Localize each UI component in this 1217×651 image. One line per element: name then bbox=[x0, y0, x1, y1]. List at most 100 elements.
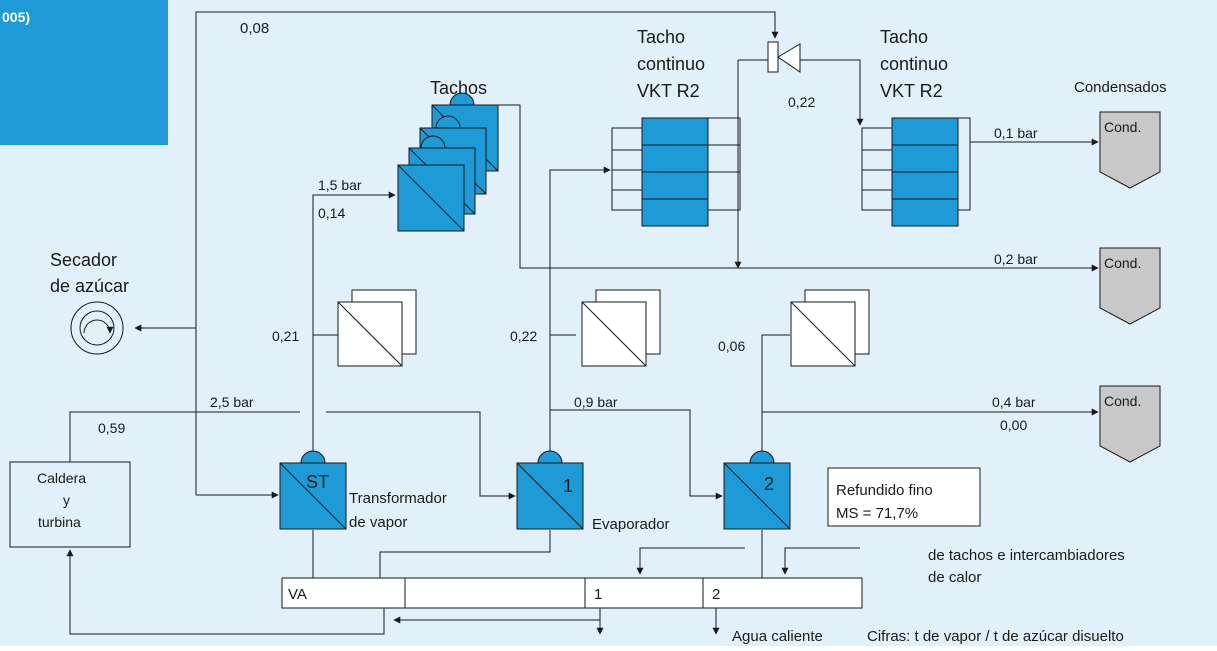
secador-inner bbox=[79, 310, 115, 346]
vessel-evap1-label: 1 bbox=[563, 476, 573, 496]
line-to-tank2 bbox=[781, 547, 860, 575]
transformador-line1: Transformador bbox=[349, 490, 447, 507]
line-evap2-hx bbox=[761, 334, 790, 455]
cond-2: Cond. bbox=[1099, 247, 1161, 325]
tank-1-label: 1 bbox=[594, 586, 602, 603]
value-059: 0,59 bbox=[98, 420, 125, 436]
thermo-nozzle bbox=[767, 41, 779, 73]
thermocompressor bbox=[777, 43, 801, 73]
vkt-right-title-2: continuo bbox=[880, 54, 948, 74]
cond-3: Cond. bbox=[1099, 385, 1161, 463]
vkt-left-title-1: Tacho bbox=[637, 27, 685, 47]
cifras-note: Cifras: t de vapor / t de azúcar disuelt… bbox=[867, 628, 1124, 645]
value-15bar: 1,5 bar bbox=[318, 177, 362, 193]
value-09bar: 0,9 bar bbox=[574, 394, 618, 410]
tacho-dome-2 bbox=[420, 135, 446, 149]
caldera-box bbox=[9, 461, 131, 548]
value-04bar: 0,4 bar bbox=[992, 394, 1036, 410]
tank-va-label: VA bbox=[288, 586, 307, 603]
vessel-st-diag bbox=[279, 462, 347, 530]
cond-3-label: Cond. bbox=[1104, 393, 1141, 409]
line-evap1-down bbox=[379, 530, 551, 578]
rotate-icon bbox=[83, 319, 114, 334]
vessel-st-dome bbox=[300, 450, 326, 464]
vessel-evap2-dome bbox=[749, 450, 775, 464]
value-006: 0,06 bbox=[718, 338, 745, 354]
hx-evap2-diag bbox=[790, 301, 856, 367]
vkt-left bbox=[611, 117, 741, 227]
cond-2-shape bbox=[1099, 247, 1161, 325]
hx-st bbox=[337, 289, 417, 367]
bottom-tank bbox=[281, 577, 863, 609]
header-fragment: 005) bbox=[2, 9, 30, 25]
header-block bbox=[0, 0, 168, 145]
value-008: 0,08 bbox=[240, 20, 269, 37]
refundido-line2: MS = 71,7% bbox=[836, 505, 918, 522]
vkt-right-title-1: Tacho bbox=[880, 27, 928, 47]
tacho-diag-1 bbox=[397, 164, 465, 232]
tacho-connectors bbox=[419, 105, 433, 140]
vessel-evap2-diag bbox=[723, 462, 791, 530]
hx-evap1-diag bbox=[581, 301, 647, 367]
line-008-loop bbox=[195, 11, 779, 495]
value-02bar: 0,2 bar bbox=[994, 251, 1038, 267]
line-evap1-to-vkt bbox=[549, 166, 611, 455]
line-25bar-left bbox=[69, 411, 300, 462]
vessel-st-label: ST bbox=[306, 472, 329, 492]
value-01bar: 0,1 bar bbox=[994, 125, 1038, 141]
condensados-label: Condensados bbox=[1074, 79, 1167, 96]
caldera-line2: y bbox=[63, 492, 70, 508]
value-022-top: 0,22 bbox=[788, 94, 815, 110]
vkt-right-title-3: VKT R2 bbox=[880, 81, 943, 101]
vkt-right-right-frame bbox=[957, 117, 971, 211]
secador-line1: Secador bbox=[50, 250, 117, 270]
refundido-box bbox=[827, 467, 981, 527]
cond-1: Cond. bbox=[1099, 111, 1161, 189]
de-tachos-line1: de tachos e intercambiadores bbox=[928, 547, 1125, 564]
line-st-to-tachos bbox=[312, 191, 396, 455]
line-return-caldera bbox=[66, 549, 385, 635]
line-02bar bbox=[498, 104, 1099, 272]
secador-line2: de azúcar bbox=[50, 276, 129, 296]
tacho-dome-3 bbox=[435, 115, 461, 129]
cond-3-shape bbox=[1099, 385, 1161, 463]
vessel-evap1: 1 bbox=[516, 450, 584, 530]
refundido-line1: Refundido fino bbox=[836, 482, 933, 499]
hx-evap1 bbox=[581, 289, 661, 367]
caldera-line1: Caldera bbox=[37, 470, 86, 486]
vessel-evap2: 2 bbox=[723, 450, 791, 530]
vessel-st: ST bbox=[279, 450, 347, 530]
vkt-left-title-3: VKT R2 bbox=[637, 81, 700, 101]
agua-caliente-label: Agua caliente bbox=[732, 628, 823, 645]
vessel-evap2-label: 2 bbox=[764, 474, 774, 494]
hx-st-diag bbox=[337, 301, 403, 367]
value-014: 0,14 bbox=[318, 205, 345, 221]
cond-1-label: Cond. bbox=[1104, 119, 1141, 135]
cond-2-label: Cond. bbox=[1104, 255, 1141, 271]
vkt-right bbox=[861, 117, 971, 227]
cond-1-shape bbox=[1099, 111, 1161, 189]
line-thermo-to-vkt2 bbox=[800, 59, 864, 126]
line-to-tank1 bbox=[636, 547, 745, 575]
vkt-left-title-2: continuo bbox=[637, 54, 705, 74]
secador-circle bbox=[70, 301, 124, 355]
value-021: 0,21 bbox=[272, 328, 299, 344]
tachos-label: Tachos bbox=[430, 78, 487, 98]
value-022-mid: 0,22 bbox=[510, 328, 537, 344]
value-000: 0,00 bbox=[1000, 417, 1027, 433]
de-tachos-line2: de calor bbox=[928, 569, 981, 586]
value-25bar: 2,5 bar bbox=[210, 394, 254, 410]
vessel-evap1-diag bbox=[516, 462, 584, 530]
tachos-stack bbox=[397, 92, 499, 232]
transformador-line2: de vapor bbox=[349, 514, 407, 531]
tacho-dome-4 bbox=[449, 92, 475, 106]
hx-evap2 bbox=[790, 289, 870, 367]
vessel-evap1-dome bbox=[537, 450, 563, 464]
line-09bar bbox=[550, 409, 723, 500]
caldera-line3: turbina bbox=[38, 514, 81, 530]
tank-2-label: 2 bbox=[712, 586, 720, 603]
evaporador-label: Evaporador bbox=[592, 516, 670, 533]
line-25bar-right bbox=[326, 411, 516, 500]
